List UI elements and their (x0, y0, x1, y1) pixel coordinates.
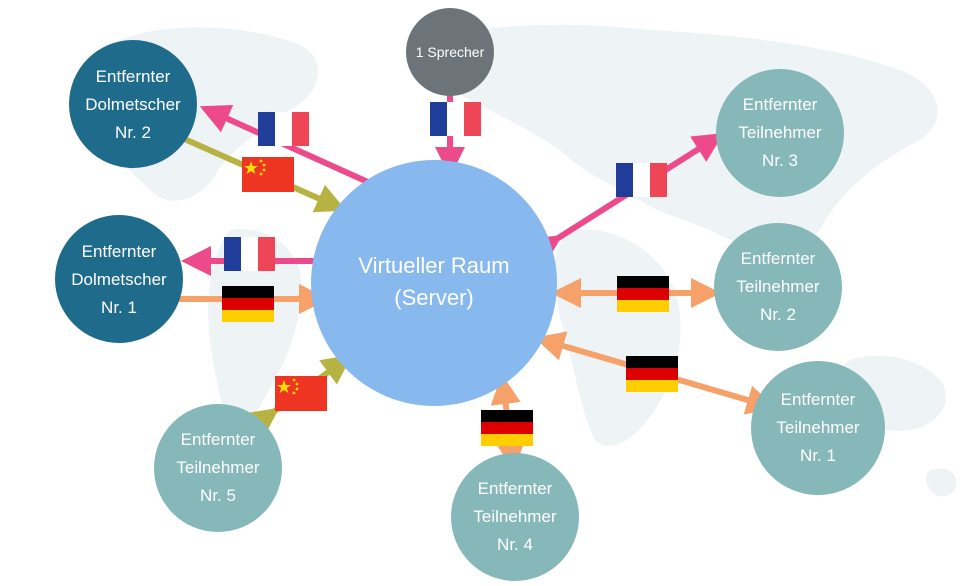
chinese-flag-icon (242, 157, 294, 192)
participant-2-line3: Nr. 2 (760, 305, 796, 324)
participant-2-line1: Entfernter (741, 249, 816, 268)
participant-4-line1: Entfernter (478, 479, 553, 498)
french-flag-icon (258, 112, 309, 146)
participant-4-line3: Nr. 4 (497, 535, 533, 554)
participant-2-node: Entfernter Teilnehmer Nr. 2 (714, 223, 842, 351)
speaker-label: 1 Sprecher (416, 44, 485, 60)
participant-1-line3: Nr. 1 (800, 446, 836, 465)
chinese-flag-icon (275, 376, 327, 411)
participant-2-line2: Teilnehmer (736, 277, 819, 296)
arrow-server-to-interpreter2 (199, 104, 373, 186)
french-flag-icon (430, 102, 481, 136)
participant-3-node: Entfernter Teilnehmer Nr. 3 (716, 69, 844, 197)
interpreter-2-node: Entfernter Dolmetscher Nr. 2 (69, 40, 197, 168)
interpreter-2-line1: Entfernter (96, 67, 171, 86)
german-flag-icon (481, 410, 533, 446)
german-flag-icon (617, 276, 669, 312)
participant-3-line2: Teilnehmer (738, 123, 821, 142)
participant-1-line1: Entfernter (781, 390, 856, 409)
server-node: Virtueller Raum (Server) (311, 160, 557, 406)
interpreter-2-line2: Dolmetscher (85, 95, 181, 114)
participant-1-line2: Teilnehmer (776, 418, 859, 437)
participant-5-line3: Nr. 5 (200, 486, 236, 505)
participant-5-line2: Teilnehmer (176, 458, 259, 477)
interpreter-1-line3: Nr. 1 (101, 298, 137, 317)
participant-3-line3: Nr. 3 (762, 151, 798, 170)
participant-3-line1: Entfernter (743, 95, 818, 114)
interpreter-2-line3: Nr. 2 (115, 123, 151, 142)
participant-4-line2: Teilnehmer (473, 507, 556, 526)
participant-4-node: Entfernter Teilnehmer Nr. 4 (451, 453, 579, 581)
participant-5-line1: Entfernter (181, 430, 256, 449)
german-flag-icon (626, 356, 678, 392)
server-label-line2: (Server) (394, 285, 473, 310)
interpreter-1-line2: Dolmetscher (71, 270, 167, 289)
german-flag-icon (222, 286, 274, 322)
french-flag-icon (616, 163, 667, 197)
interpreter-1-node: Entfernter Dolmetscher Nr. 1 (55, 215, 183, 343)
participant-1-node: Entfernter Teilnehmer Nr. 1 (751, 361, 885, 495)
french-flag-icon (224, 237, 275, 271)
speaker-node: 1 Sprecher (406, 8, 494, 96)
server-label-line1: Virtueller Raum (358, 253, 509, 278)
interpreter-1-line1: Entfernter (82, 242, 157, 261)
participant-5-node: Entfernter Teilnehmer Nr. 5 (154, 404, 282, 532)
